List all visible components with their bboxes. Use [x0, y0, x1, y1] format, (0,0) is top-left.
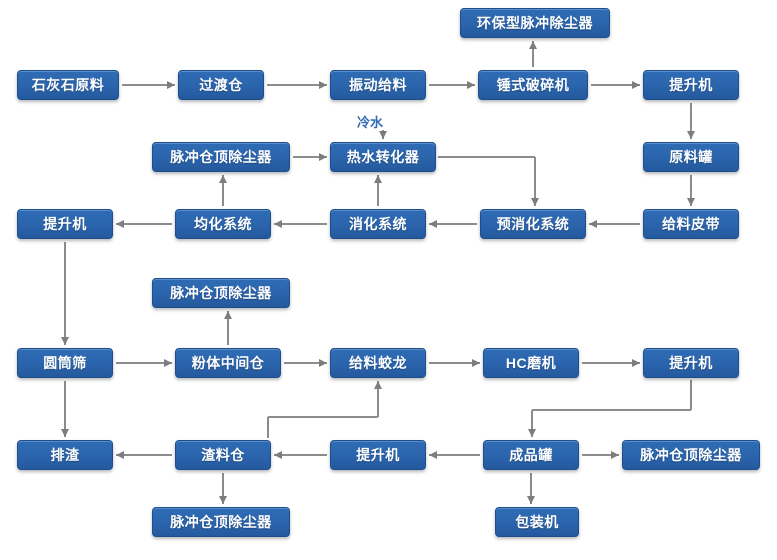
arrowhead-left: [116, 450, 124, 459]
process-node-n19[interactable]: 给料蛟龙: [330, 348, 426, 378]
arrowhead-down: [686, 198, 695, 206]
connector-segment: [116, 223, 172, 225]
connector-segment: [284, 362, 327, 364]
connector-slag-to-screw-h: [268, 416, 378, 418]
connector-slag-to-screw-up: [377, 381, 379, 417]
arrowhead-up: [218, 175, 227, 183]
arrowhead-right: [319, 80, 327, 89]
connector-segment: [274, 454, 327, 456]
arrowhead-up: [223, 311, 232, 319]
process-node-n18[interactable]: 粉体中间仓: [175, 348, 281, 378]
process-node-n04[interactable]: 振动给料: [330, 70, 426, 100]
process-node-n28[interactable]: 包装机: [495, 507, 579, 537]
arrowhead-right: [611, 450, 619, 459]
process-node-n01[interactable]: 环保型脉冲除尘器: [460, 8, 610, 38]
connector-segment: [591, 84, 640, 86]
process-node-n05[interactable]: 锤式破碎机: [478, 70, 588, 100]
arrowhead-up: [373, 381, 382, 389]
arrowhead-right: [632, 358, 640, 367]
arrowhead-left: [274, 450, 282, 459]
connector-segment: [429, 362, 480, 364]
connector-hoist-to-product-v2: [531, 410, 533, 437]
connector-segment: [429, 454, 480, 456]
process-node-n10[interactable]: 原料罐: [643, 142, 739, 172]
process-node-n09[interactable]: 热水转化器: [330, 142, 436, 172]
arrowhead-down: [60, 337, 69, 345]
connector-segment: [116, 362, 172, 364]
arrowhead-down: [218, 496, 227, 504]
connector-segment: [589, 223, 640, 225]
connector-hoist-to-product-v1: [690, 380, 692, 410]
arrowhead-right: [632, 80, 640, 89]
arrowhead-left: [589, 219, 597, 228]
process-node-n24[interactable]: 提升机: [330, 440, 426, 470]
process-node-n27[interactable]: 脉冲仓顶除尘器: [152, 507, 290, 537]
connector-hot-water-to-predigest-v: [534, 157, 536, 206]
process-node-n03[interactable]: 过渡仓: [178, 70, 264, 100]
connector-segment: [530, 473, 532, 504]
process-node-n25[interactable]: 成品罐: [483, 440, 579, 470]
process-node-n11[interactable]: 提升机: [17, 209, 113, 239]
connector-slag-to-screw-riser: [267, 417, 269, 438]
process-node-n14[interactable]: 预消化系统: [480, 209, 586, 239]
arrowhead-right: [319, 152, 327, 161]
arrowhead-left: [116, 219, 124, 228]
arrowhead-right: [164, 358, 172, 367]
connector-segment: [227, 311, 229, 345]
process-node-n23[interactable]: 渣料仓: [175, 440, 271, 470]
connector-segment: [377, 175, 379, 206]
arrowhead-down: [530, 198, 539, 206]
connector-segment: [582, 454, 619, 456]
arrowhead-right: [319, 358, 327, 367]
arrowhead-right: [467, 80, 475, 89]
connector-segment: [64, 381, 66, 437]
connector-segment: [429, 84, 475, 86]
connector-segment: [532, 41, 534, 67]
arrowhead-left: [274, 219, 282, 228]
process-node-n13[interactable]: 消化系统: [330, 209, 426, 239]
arrowhead-up: [528, 41, 537, 49]
arrowhead-down: [378, 131, 387, 139]
arrowhead-up: [373, 175, 382, 183]
process-node-n06[interactable]: 提升机: [643, 70, 739, 100]
connector-segment: [64, 242, 66, 345]
connector-segment: [274, 223, 327, 225]
process-node-n17[interactable]: 圆筒筛: [17, 348, 113, 378]
free-label-n07[interactable]: 冷水: [357, 115, 384, 130]
arrowhead-left: [429, 219, 437, 228]
connector-segment: [293, 156, 327, 158]
connector-segment: [222, 175, 224, 206]
process-node-n22[interactable]: 排渣: [17, 440, 113, 470]
process-node-n16[interactable]: 脉冲仓顶除尘器: [152, 278, 290, 308]
arrowhead-right: [167, 80, 175, 89]
connector-segment: [429, 223, 477, 225]
connector-segment: [690, 103, 692, 139]
connector-segment: [222, 473, 224, 504]
connector-segment: [116, 454, 172, 456]
arrowhead-down: [686, 131, 695, 139]
process-node-n08[interactable]: 脉冲仓顶除尘器: [152, 142, 290, 172]
connector-segment: [267, 84, 327, 86]
connector-segment: [690, 175, 692, 206]
connector-hot-water-to-predigest-h: [438, 156, 535, 158]
connector-segment: [122, 84, 175, 86]
process-node-n12[interactable]: 均化系统: [175, 209, 271, 239]
process-node-n26[interactable]: 脉冲仓顶除尘器: [622, 440, 760, 470]
arrowhead-left: [429, 450, 437, 459]
arrowhead-down: [60, 429, 69, 437]
connector-segment: [582, 362, 640, 364]
connector-hoist-to-product-h: [532, 409, 691, 411]
arrowhead-down: [527, 429, 536, 437]
process-node-n21[interactable]: 提升机: [643, 348, 739, 378]
arrowhead-down: [526, 496, 535, 504]
process-node-n15[interactable]: 给料皮带: [643, 209, 739, 239]
arrowhead-right: [472, 358, 480, 367]
process-node-n20[interactable]: HC磨机: [483, 348, 579, 378]
process-node-n02[interactable]: 石灰石原料: [17, 70, 119, 100]
